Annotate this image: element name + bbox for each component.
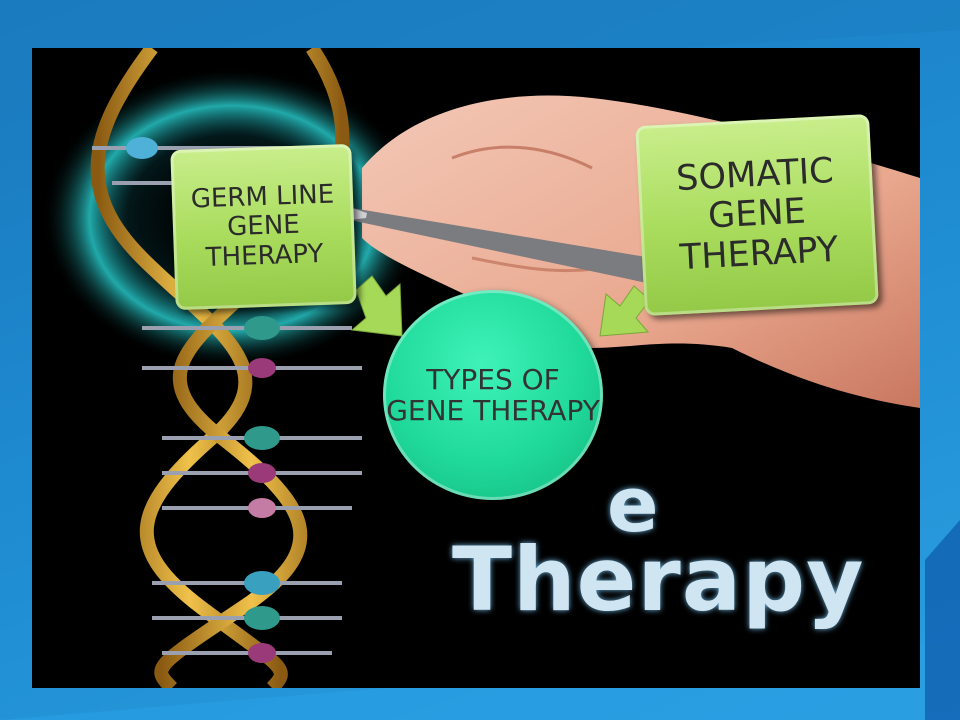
germ-line-label: GERM LINE GENE THERAPY <box>190 179 335 273</box>
types-of-gene-therapy-node: TYPES OF GENE THERAPY <box>383 290 603 500</box>
germ-line-gene-therapy-node: GERM LINE GENE THERAPY <box>170 143 357 311</box>
background-title-word: Therapy <box>452 528 865 631</box>
arrow-right-down-icon <box>350 275 403 337</box>
arrow-left-down-icon <box>599 285 651 337</box>
somatic-gene-therapy-node: SOMATIC GENE THERAPY <box>635 114 879 316</box>
center-label: TYPES OF GENE THERAPY <box>386 362 600 427</box>
background-title-fragment: e <box>607 460 659 549</box>
somatic-label: SOMATIC GENE THERAPY <box>675 151 840 278</box>
